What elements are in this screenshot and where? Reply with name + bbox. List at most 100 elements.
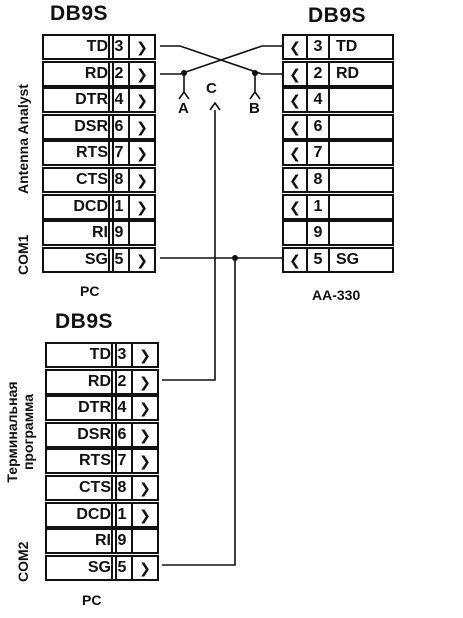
left-top-footer: PC [80,283,100,299]
signal-name [328,193,394,220]
signal-name: CTS [45,475,117,501]
arrow-left-icon: ❮ [282,246,308,273]
pin-number: 2 [306,60,330,87]
signal-name: DCD [45,501,117,528]
signal-name: TD [328,34,394,60]
arrow-right-icon: ❯ [128,140,156,167]
pin-number: 5 [108,246,130,273]
signal-name [328,220,394,247]
arrow-right-icon: ❯ [131,554,159,581]
pin-number: 8 [111,475,133,501]
left-bottom-title: DB9S [55,310,114,333]
arrow-right-icon: ❯ [128,113,156,140]
side-label-com1: COM1 [15,234,31,275]
pin-number: 9 [108,220,130,247]
probe-arrow-a [178,90,190,100]
signal-name: RD [328,60,394,87]
arrow-right-icon: ❯ [128,193,156,220]
pin-number: 5 [306,246,330,273]
arrow-left-icon: ❮ [282,87,308,114]
arrow-right-icon: ❯ [131,368,159,395]
probe-arrow-b [249,90,261,100]
wire-rd-to-td [160,45,282,75]
junction-b [252,70,258,76]
point-label-b: B [249,100,260,117]
arrow-left-icon: ❮ [282,34,308,60]
signal-name: DSR [42,113,114,140]
side-label-terminal-line1: Терминальная [4,381,20,483]
signal-name: TD [45,342,117,368]
side-label-terminal-line2: программа [20,393,36,471]
arrow-right-icon: ❯ [128,246,156,273]
pin-number: 6 [306,113,330,140]
arrow-right-icon: ❯ [131,501,159,528]
signal-name: SG [45,554,117,581]
wire-rd-com2 [162,110,216,381]
signal-name [328,87,394,114]
pin-number: 1 [108,193,130,220]
right-title: DB9S [308,4,367,27]
point-label-c: C [206,80,217,97]
signal-name: RD [45,368,117,395]
point-label-a: A [178,100,189,117]
arrow-right-icon: ❯ [128,87,156,114]
wire-sg-com2 [162,258,236,566]
arrow-right-icon: ❯ [131,395,159,422]
pin-number: 2 [108,60,130,87]
signal-name: TD [42,34,114,60]
arrow-right-icon: ❯ [131,421,159,448]
pin-number: 9 [111,528,133,555]
pin-number: 7 [111,448,133,475]
arrow-right-icon: ❯ [128,60,156,87]
signal-name: RI [45,528,117,555]
signal-name: RTS [42,140,114,167]
arrow-left-icon: ❮ [282,60,308,87]
pin-number: 4 [306,87,330,114]
pin-number: 1 [111,501,133,528]
side-label-com2: COM2 [15,541,31,582]
signal-name: SG [42,246,114,273]
signal-name: DTR [42,87,114,114]
pin-number: 7 [108,140,130,167]
signal-name [328,113,394,140]
pin-number: 6 [108,113,130,140]
pin-number: 2 [111,368,133,395]
arrow-right-icon: ❯ [131,475,159,501]
signal-name: CTS [42,167,114,193]
junction-sg [232,255,238,261]
empty-cell [128,220,156,247]
signal-name: RD [42,60,114,87]
pin-number: 3 [306,34,330,60]
signal-name: SG [328,246,394,273]
pin-number: 8 [108,167,130,193]
arrow-right-icon: ❯ [128,167,156,193]
junction-a [181,70,187,76]
arrow-right-icon: ❯ [128,34,156,60]
signal-name [328,140,394,167]
pin-number: 7 [306,140,330,167]
right-footer: AA-330 [312,287,361,303]
pin-number: 9 [306,220,330,247]
arrow-left-icon: ❮ [282,140,308,167]
pin-number: 6 [111,421,133,448]
signal-name: DSR [45,421,117,448]
pin-number: 3 [111,342,133,368]
pin-number: 4 [111,395,133,422]
signal-name: DTR [45,395,117,422]
empty-cell [282,220,308,247]
left-top-title: DB9S [50,2,109,25]
arrow-left-icon: ❮ [282,113,308,140]
probe-arrow-c [209,101,221,111]
signal-name: RTS [45,448,117,475]
empty-cell [131,528,159,555]
signal-name: DCD [42,193,114,220]
pin-number: 8 [306,167,330,193]
signal-name [328,167,394,193]
left-bottom-footer: PC [82,592,102,608]
signal-name: RI [42,220,114,247]
arrow-left-icon: ❮ [282,167,308,193]
side-label-terminal-program: Терминальная программа [4,362,36,502]
side-label-antenna-analyst: Antenna Analyst [15,84,31,194]
pin-number: 4 [108,87,130,114]
